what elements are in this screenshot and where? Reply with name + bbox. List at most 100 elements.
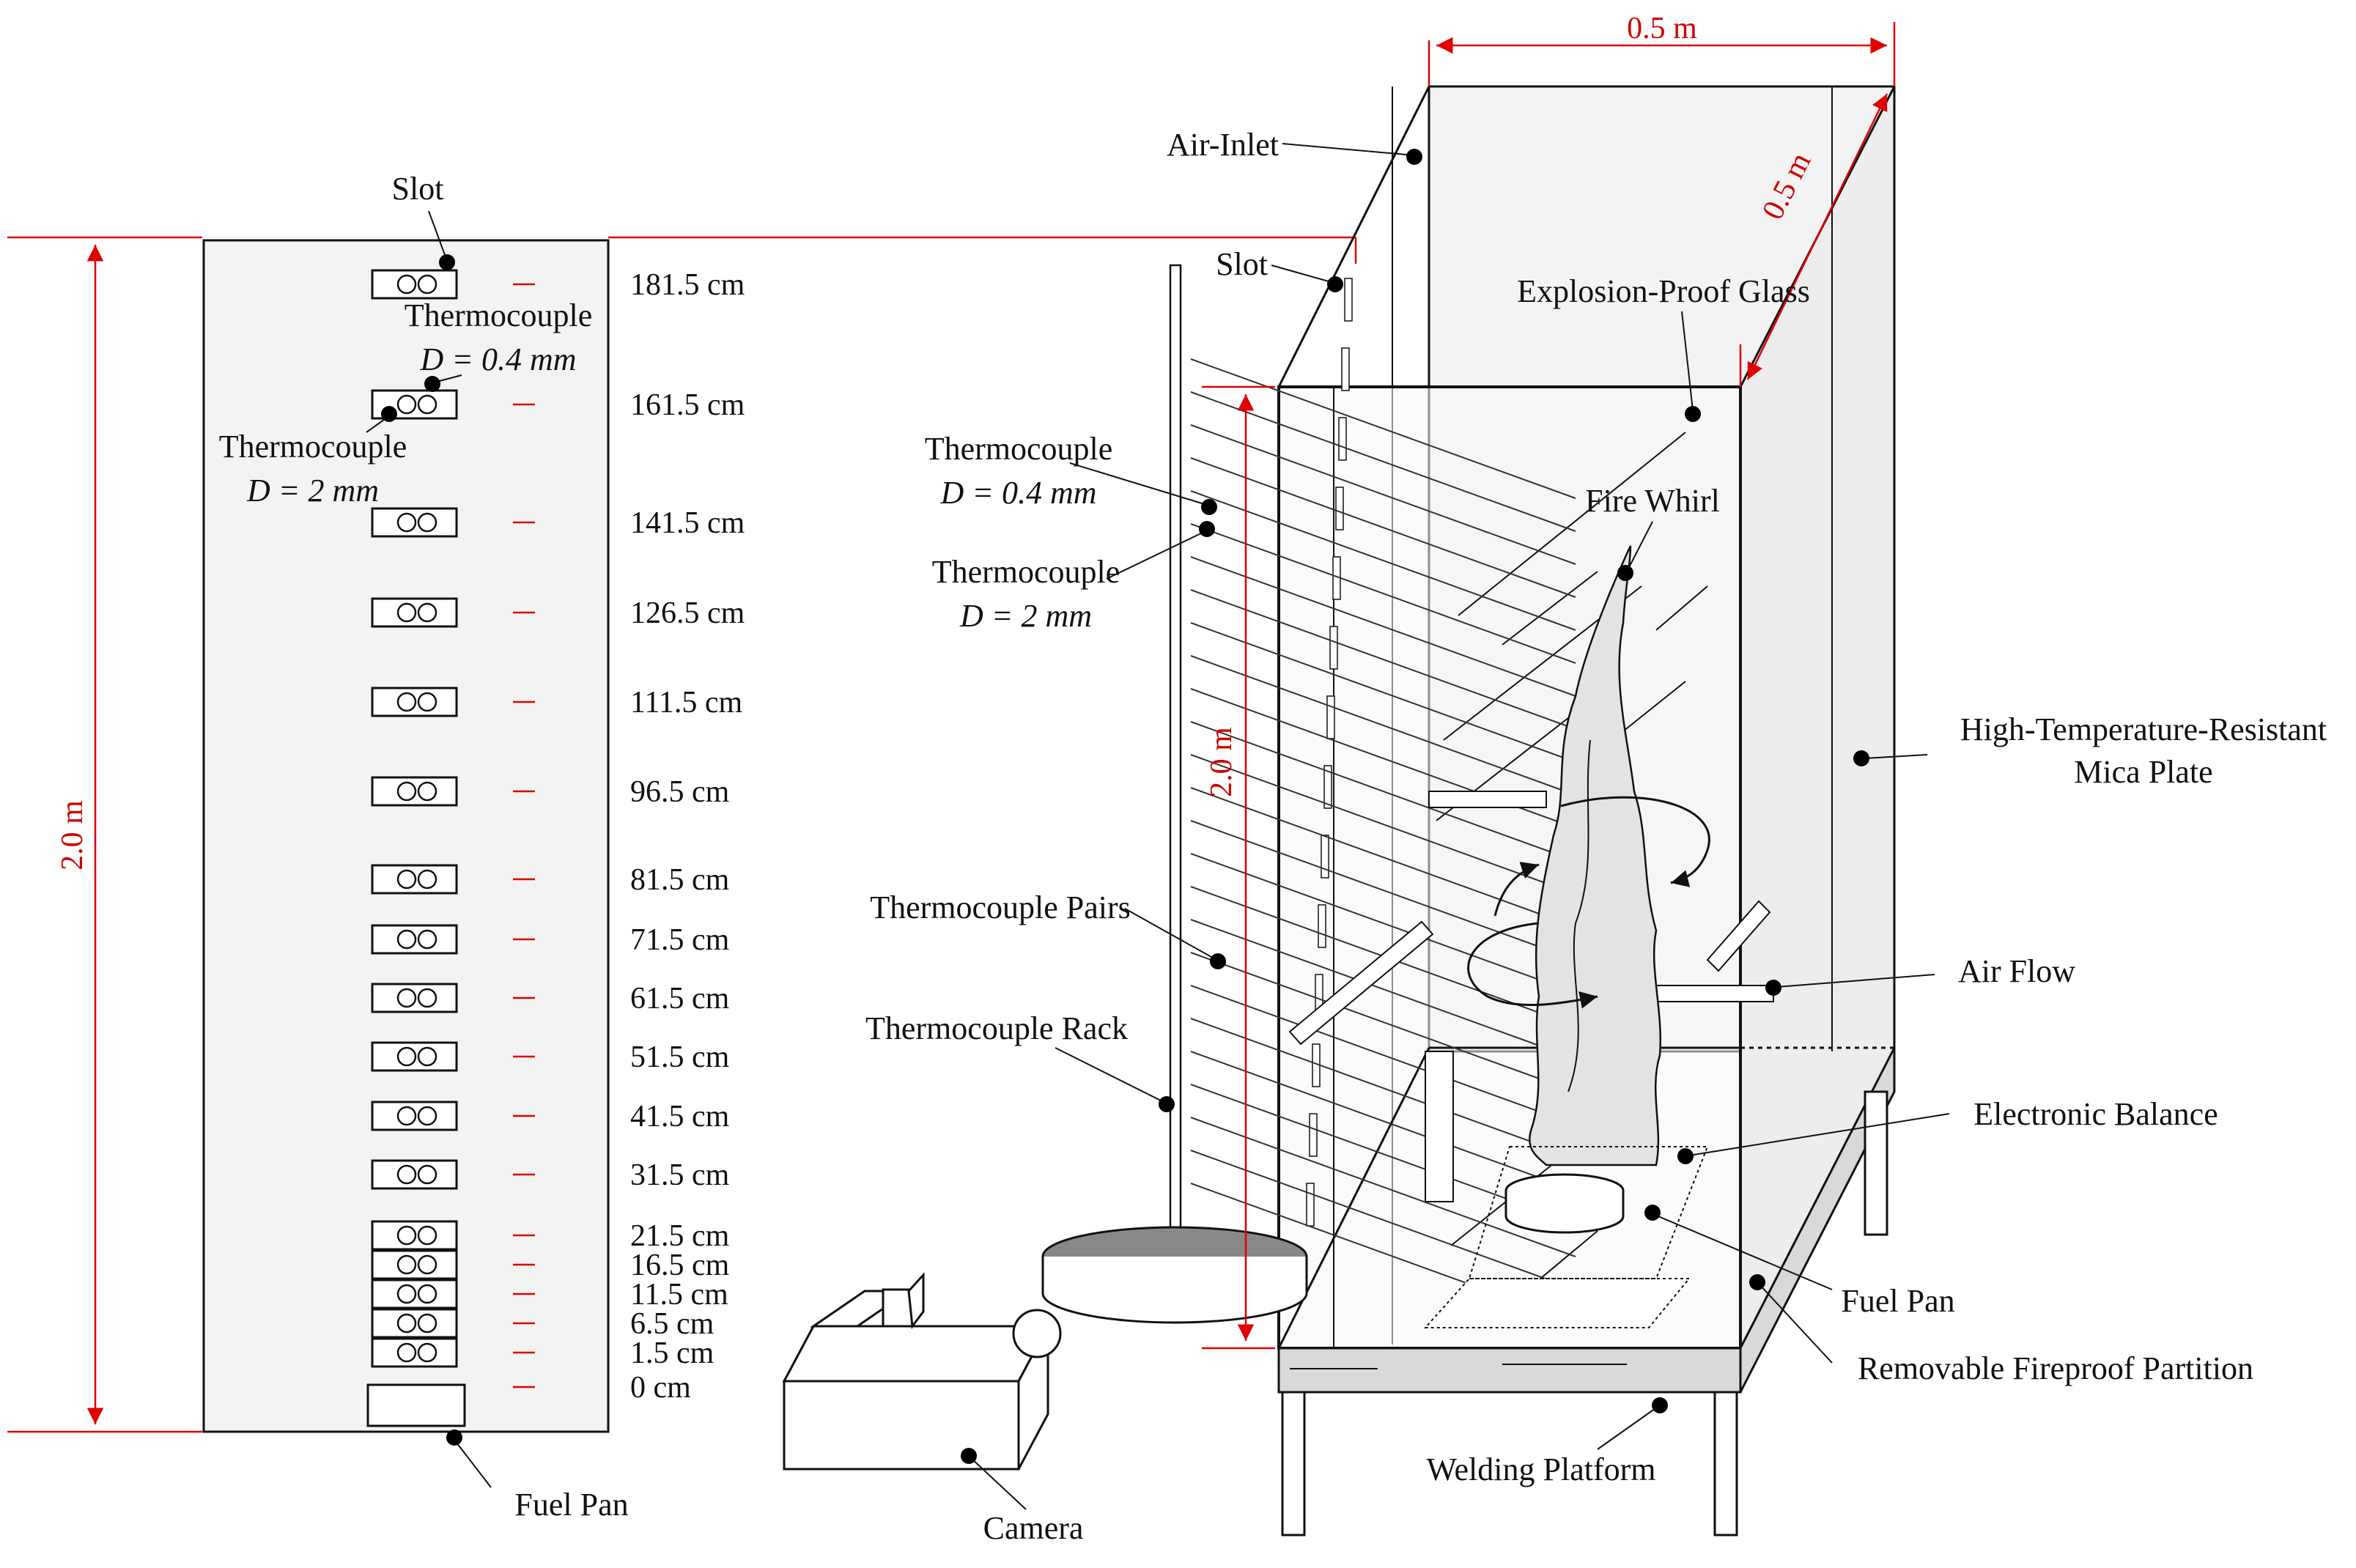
thermocouple-circle [417,1225,437,1246]
thermocouple-circle [417,1106,437,1126]
slot-box [371,597,458,628]
thermocouple-rod [1190,391,1576,532]
rack-base-side [1041,1257,1308,1324]
apparatus: 0.5 m 0.5 m 2.0 m [782,12,1896,1536]
slot-box [371,1159,458,1190]
width-dimension-label: 0.5 m [1627,12,1697,45]
thermocouple-circle [396,1046,417,1067]
height-label: 126.5 cm [630,596,745,630]
thermocouple-circle [417,1342,437,1363]
slot-box [371,1101,458,1131]
thermocouple-circle [396,512,417,533]
air-inlet-tube-left [1288,920,1434,1046]
slot-leader [428,210,448,262]
height-label: 111.5 cm [630,686,743,720]
thermocouple-circle [417,869,437,890]
mica-label-2: Mica Plate [2074,754,2212,790]
electronic-balance [1423,1278,1691,1328]
thermocouple-circle [417,692,437,712]
height-label: 181.5 cm [630,268,745,302]
tc-thick-diameter: D = 2 mm [246,473,379,509]
tc-thin-diameter-right: D = 0.4 mm [939,475,1096,511]
thermocouple-circle [417,929,437,950]
partition-dot [1749,1274,1765,1290]
thermocouple-rod [1190,721,1576,862]
inner-slot [1329,626,1338,670]
thermocouple-circle [396,1106,417,1126]
platform-label: Welding Platform [1427,1451,1656,1487]
slot-box [371,776,458,807]
thermocouple-rod [1190,556,1576,697]
mica-label-1: High-Temperature-Resistant [1960,711,2327,747]
air-flow-label: Air Flow [1958,953,2075,989]
platform-dot [1652,1397,1668,1413]
thermocouple-circle [396,602,417,623]
rack-pole [1169,264,1182,1263]
slot-box [371,1337,458,1368]
balance-dot [1677,1148,1694,1164]
tc-thin-label-right: Thermocouple [925,431,1113,467]
height-label: 96.5 cm [630,775,730,809]
slot-dot [439,254,455,270]
tc-thin-diameter: D = 0.4 mm [419,341,576,377]
slot-box [371,687,458,717]
fuel-pan-body [1504,1191,1625,1234]
camera-dot [961,1448,977,1464]
mica-dot [1853,750,1869,766]
thermocouple-rod [1190,358,1576,499]
thermocouple-rod [1190,655,1576,796]
tc-rack-dot [1159,1096,1175,1112]
tc-thin-dot-right [1201,499,1217,515]
inner-slot [1344,278,1353,322]
thermocouple-rod [1190,523,1576,664]
thermocouple-circle [417,394,437,415]
flame-inner-line [1567,739,1591,1092]
height-label: 16.5 cm [630,1249,730,1282]
swirl-arrow-1 [1560,796,1710,887]
height-label: 1.5 cm [630,1336,714,1370]
fuel-pan-left [366,1383,466,1427]
thermocouple-circle [396,929,417,950]
slot-label: Slot [392,171,444,207]
slot-label-right: Slot [1216,246,1268,282]
thermocouple-circle [417,1046,437,1067]
thermocouple-circle [396,274,417,295]
thermocouple-rod [1190,589,1576,730]
thermocouple-circle [396,1164,417,1185]
fuel-pan-label-left: Fuel Pan [514,1487,628,1523]
thermocouple-rod [1190,820,1576,961]
inner-slot [1341,347,1350,391]
thermocouple-rod [1190,1051,1576,1191]
tc-thick-dot [381,406,397,422]
inner-slot [1338,417,1347,461]
tc-thick-leader [366,417,388,433]
slot-box [371,983,458,1013]
slot-box [371,864,458,895]
swirl-arrow-3 [1493,862,1540,917]
slot-box [371,1041,458,1072]
thermocouple-circle [396,1254,417,1275]
top-left-edge [1277,86,1430,388]
balance-label: Electronic Balance [1973,1096,2217,1132]
height-label: 21.5 cm [630,1219,730,1253]
height-label: 6.5 cm [630,1307,714,1341]
balance-top-outline [1468,1146,1709,1279]
air-inlet-tube-rear [1706,900,1771,972]
slot-box [371,1249,458,1280]
thermocouple-circle [396,781,417,802]
thermocouple-circle [417,602,437,623]
camera-label: Camera [983,1510,1084,1546]
height-label: 141.5 cm [630,506,745,540]
inner-slot [1309,1113,1318,1157]
thermocouple-rod [1190,952,1576,1092]
tc-thick-diameter-right: D = 2 mm [959,598,1092,634]
slot-box [371,924,458,955]
tc-thick-dot-right [1199,521,1215,537]
slot-list [371,269,458,1368]
height-label: 51.5 cm [630,1040,730,1074]
explosion-glass-label: Explosion-Proof Glass [1517,273,1810,309]
welding-platform-front [1277,1347,1742,1394]
tc-pairs-dot [1210,953,1226,969]
